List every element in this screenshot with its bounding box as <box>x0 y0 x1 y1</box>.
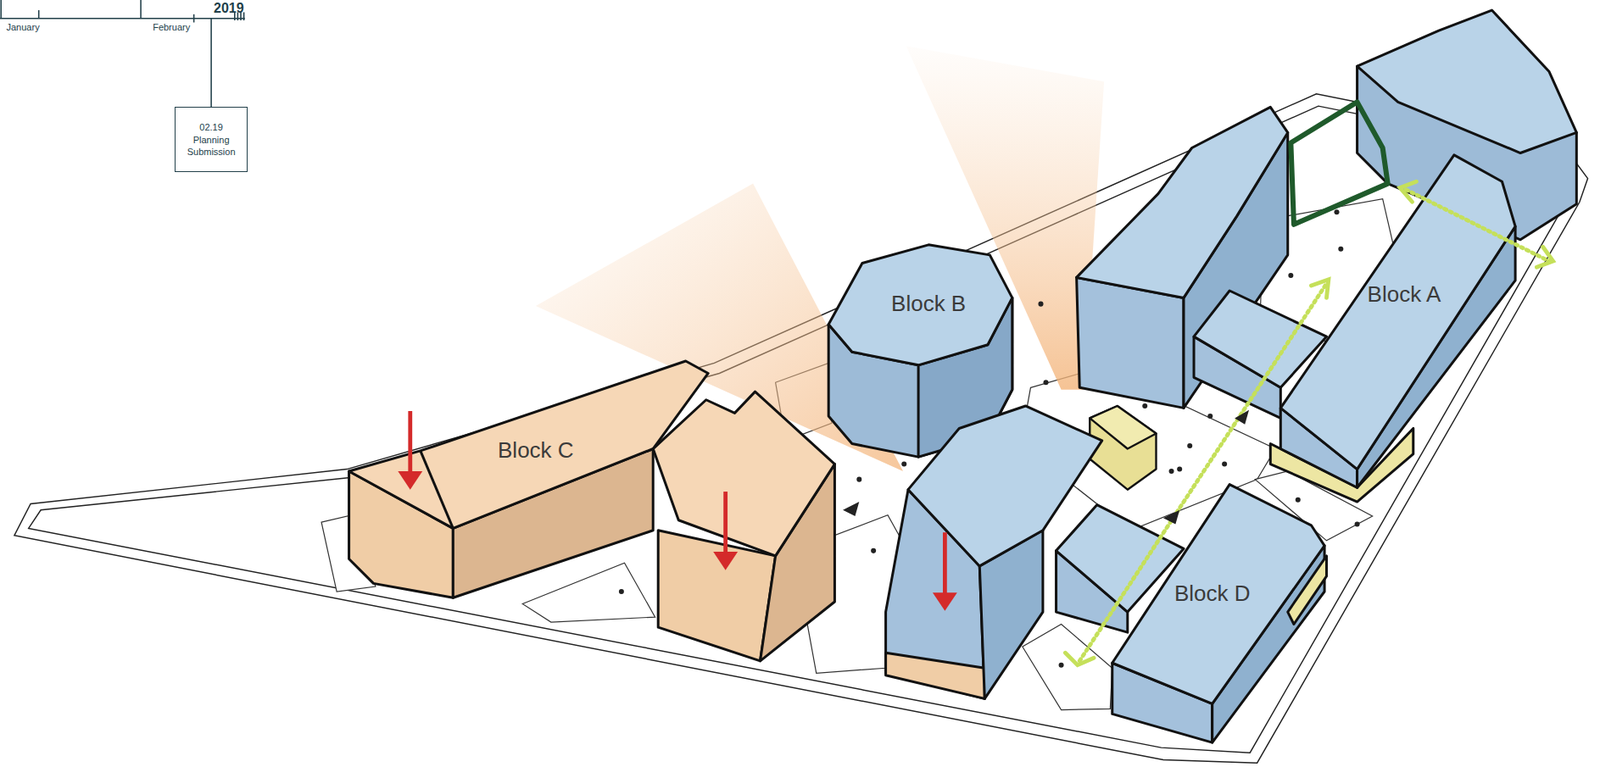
block-label: Block C <box>494 435 578 466</box>
block-name: Block C <box>497 437 575 464</box>
timeline <box>0 0 246 107</box>
red-arrow <box>397 411 957 612</box>
highlight-outline <box>1290 101 1388 224</box>
milestone-box: 02.19 Planning Submission <box>174 106 249 173</box>
route-arrow <box>1064 181 1553 665</box>
pavilion <box>1089 406 1156 491</box>
block-d-mass <box>886 406 1327 743</box>
block-c-mass <box>349 361 836 662</box>
block-a-mass <box>1076 10 1578 502</box>
block-name: Block B <box>891 290 966 318</box>
milestone-text: 02.19 Planning Submission <box>180 121 243 158</box>
block-name: Block D <box>1174 580 1251 608</box>
block-label: Block B <box>887 289 970 319</box>
month-label: January <box>6 22 40 33</box>
block-label: Block D <box>1170 579 1255 609</box>
year-label: 2019 <box>213 1 245 16</box>
month-label: February <box>152 22 190 33</box>
people <box>618 209 1361 668</box>
block-name: Block A <box>1367 281 1442 308</box>
block-label: Block A <box>1364 279 1445 310</box>
site-boundary <box>14 94 1589 764</box>
